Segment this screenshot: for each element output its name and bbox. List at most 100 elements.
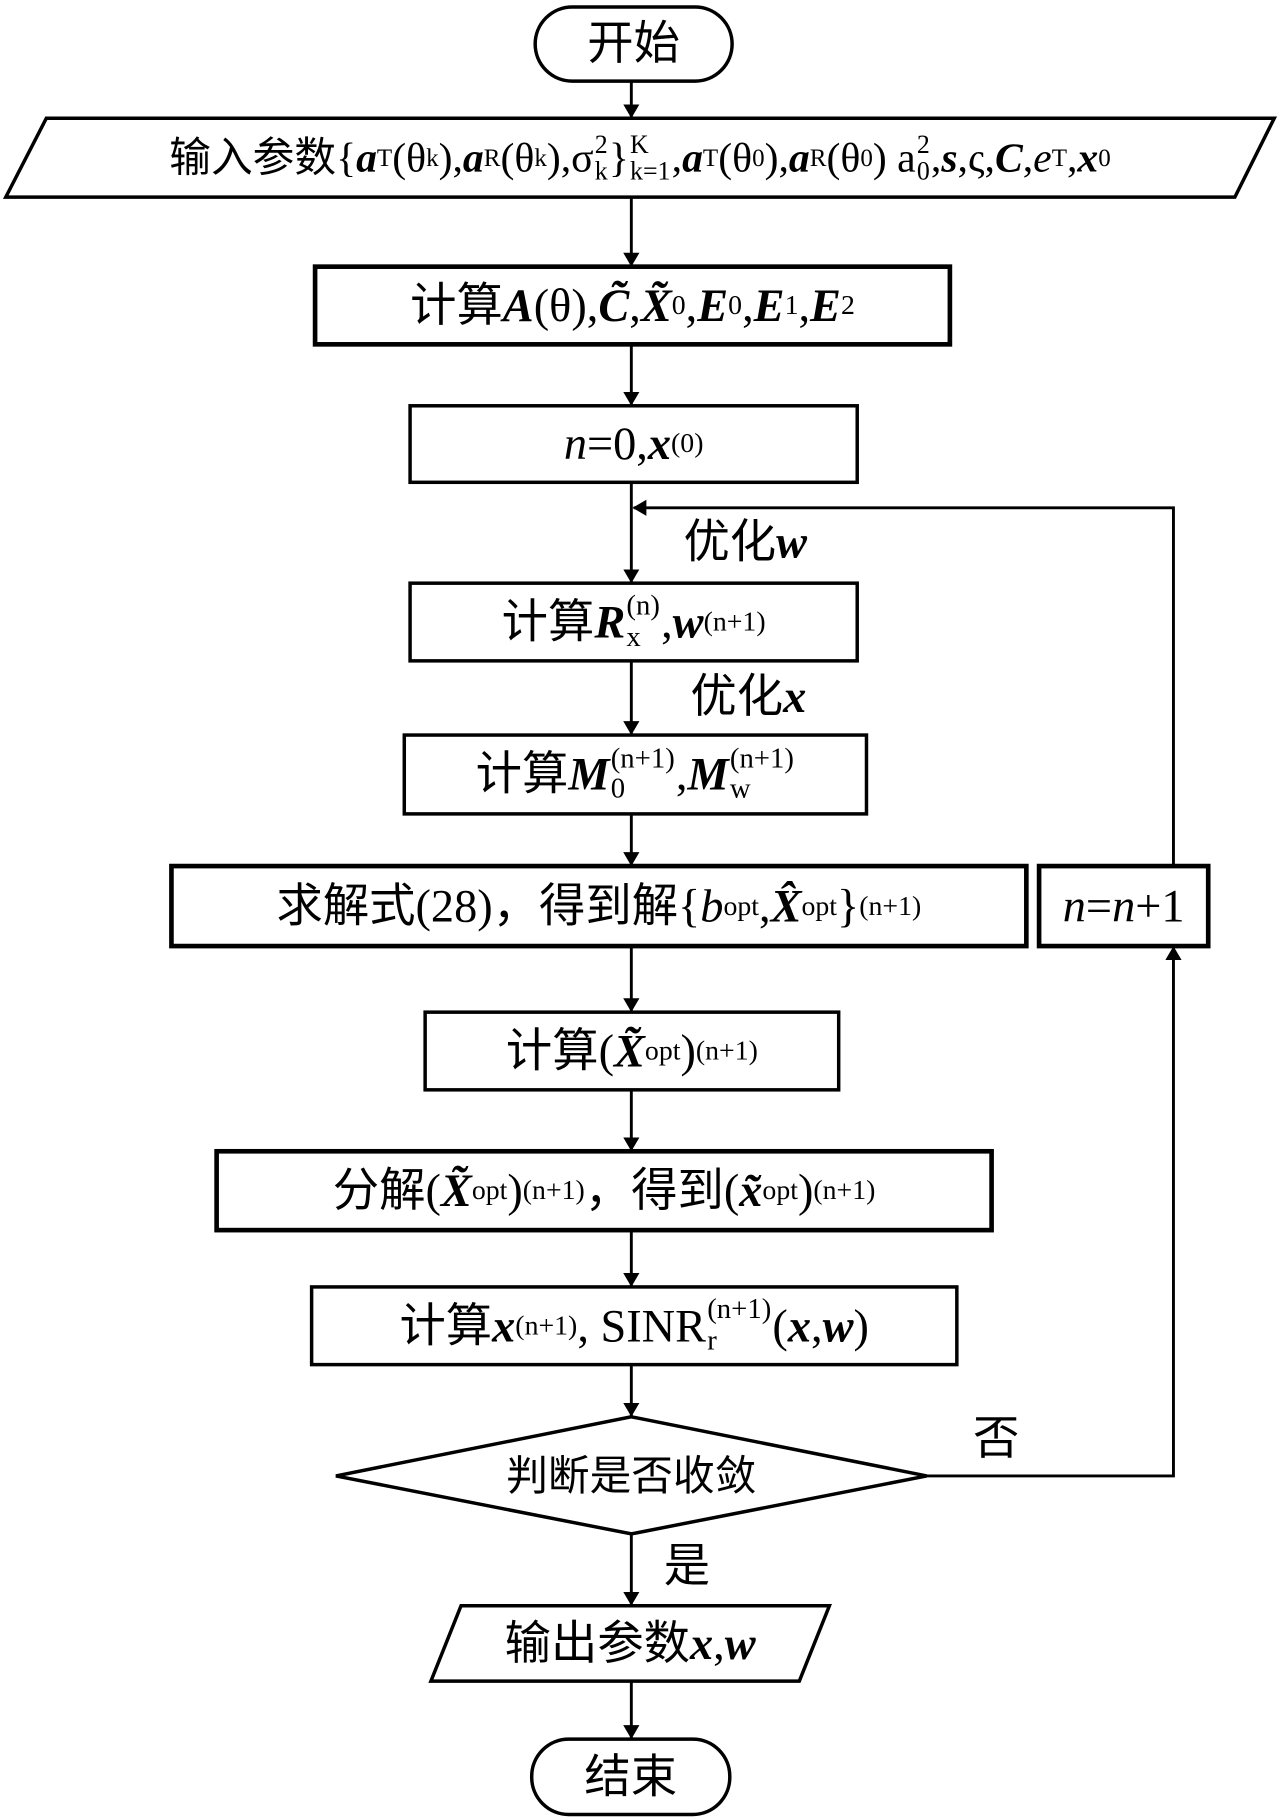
label-segment: , xyxy=(661,595,673,648)
label-segment: b xyxy=(700,879,724,932)
label-segment: a xyxy=(682,134,703,181)
label-segment: k xyxy=(594,156,608,186)
label-segment: ), xyxy=(438,134,463,181)
label-segment: w xyxy=(724,1616,756,1669)
label-segment: (n+1) xyxy=(610,743,675,775)
label-segment: x xyxy=(1077,134,1099,181)
label-segment: ) xyxy=(853,1299,869,1352)
label-segment: M xyxy=(568,747,610,800)
label-segment: k=1 xyxy=(630,156,671,186)
label-segment: (n) xyxy=(626,590,660,622)
label-segment: 优化 xyxy=(683,515,777,569)
start-label: 开始 xyxy=(535,7,732,81)
label-segment: X̃ xyxy=(614,1024,645,1077)
label-segment: x xyxy=(787,1299,812,1352)
label-segment: w xyxy=(672,595,704,648)
label-segment: X̃ xyxy=(440,1164,472,1217)
label-segment: =0, xyxy=(586,417,648,470)
label-segment: ), xyxy=(764,134,789,181)
label-segment: 否 xyxy=(973,1412,1020,1465)
label-segment: , xyxy=(685,278,698,332)
label-segment: w xyxy=(729,773,751,805)
label-segment: (θ xyxy=(718,134,753,181)
script-stack: (n+1)w xyxy=(730,744,794,804)
label-segment: +1 xyxy=(1135,879,1185,932)
label-segment: 2 xyxy=(916,129,930,159)
script-stack: (n)x xyxy=(626,590,660,652)
label-segment: ( xyxy=(772,1299,788,1352)
label-segment: , xyxy=(629,278,641,332)
label-segment: , xyxy=(1022,134,1034,181)
no-label: 否 xyxy=(967,1412,1025,1465)
label-segment: 开始 xyxy=(587,17,680,70)
label-segment: , xyxy=(798,278,811,332)
label-segment: C̃ xyxy=(598,278,630,332)
input-parallelogram xyxy=(2,116,1278,199)
label-segment: 求解式(28)，得到解{ xyxy=(276,879,701,932)
label-segment: s xyxy=(941,134,958,181)
label-segment: (θ), xyxy=(533,278,599,332)
label-segment: (θ xyxy=(500,134,535,181)
increment-box xyxy=(1036,863,1211,949)
label-segment: , xyxy=(675,747,688,800)
label-segment: 输出参数 xyxy=(504,1616,691,1669)
label-segment: ) a xyxy=(872,134,916,181)
label-segment: a xyxy=(356,134,377,181)
label-segment: 计算( xyxy=(505,1024,615,1077)
yes-label: 是 xyxy=(658,1540,716,1593)
label-segment: 优化 xyxy=(690,670,784,723)
label-segment: C xyxy=(994,134,1023,181)
init-box xyxy=(408,404,859,485)
label-segment: X̂ xyxy=(770,879,802,932)
label-segment: w xyxy=(776,515,808,569)
decompose-label: 分解(X̃opt)(n+1)，得到(x̃opt)(n+1) xyxy=(332,1164,876,1217)
label-segment: r xyxy=(707,1324,717,1356)
label-segment: E xyxy=(753,278,785,332)
label-segment: n xyxy=(1112,879,1136,932)
label-segment: E xyxy=(810,278,841,332)
loop-no-arrow xyxy=(926,946,1182,1478)
compute-x-label: 计算(X̃opt)(n+1) xyxy=(505,1024,758,1077)
label-segment: , xyxy=(742,278,754,332)
label-segment: , xyxy=(811,1299,823,1352)
label-segment: ，得到( xyxy=(584,1164,740,1217)
label-segment: ) xyxy=(507,1164,523,1217)
label-segment: ),σ xyxy=(546,134,594,181)
compute-r-box xyxy=(408,581,859,663)
label-segment: , xyxy=(671,134,683,181)
solve-box xyxy=(169,863,1029,949)
label-segment: 判断是否收敛 xyxy=(506,1452,757,1500)
label-segment: R xyxy=(594,595,626,648)
compute-x-box xyxy=(423,1010,841,1092)
label-segment: 是 xyxy=(663,1539,711,1592)
compute-m-box xyxy=(402,733,869,816)
label-segment: ,ς, xyxy=(957,134,995,181)
label-segment: , xyxy=(1066,134,1078,181)
label-segment: n xyxy=(1062,879,1086,932)
label-segment: , xyxy=(713,1616,725,1669)
label-segment: 计算 xyxy=(399,1299,493,1352)
label-segment: (n+1) xyxy=(729,743,794,775)
label-segment: , xyxy=(758,879,771,932)
label-segment: , xyxy=(930,134,942,181)
label-segment: 计算 xyxy=(410,278,503,332)
loop-back-arrow xyxy=(632,499,1175,867)
label-segment: ) xyxy=(797,1164,814,1217)
label-segment: A xyxy=(502,278,534,332)
label-segment: 0 xyxy=(610,773,626,805)
output-parallelogram xyxy=(428,1604,832,1683)
label-segment: x̃ xyxy=(739,1164,763,1217)
decision-label: 判断是否收敛 xyxy=(336,1449,927,1502)
label-segment: ) xyxy=(680,1024,696,1077)
